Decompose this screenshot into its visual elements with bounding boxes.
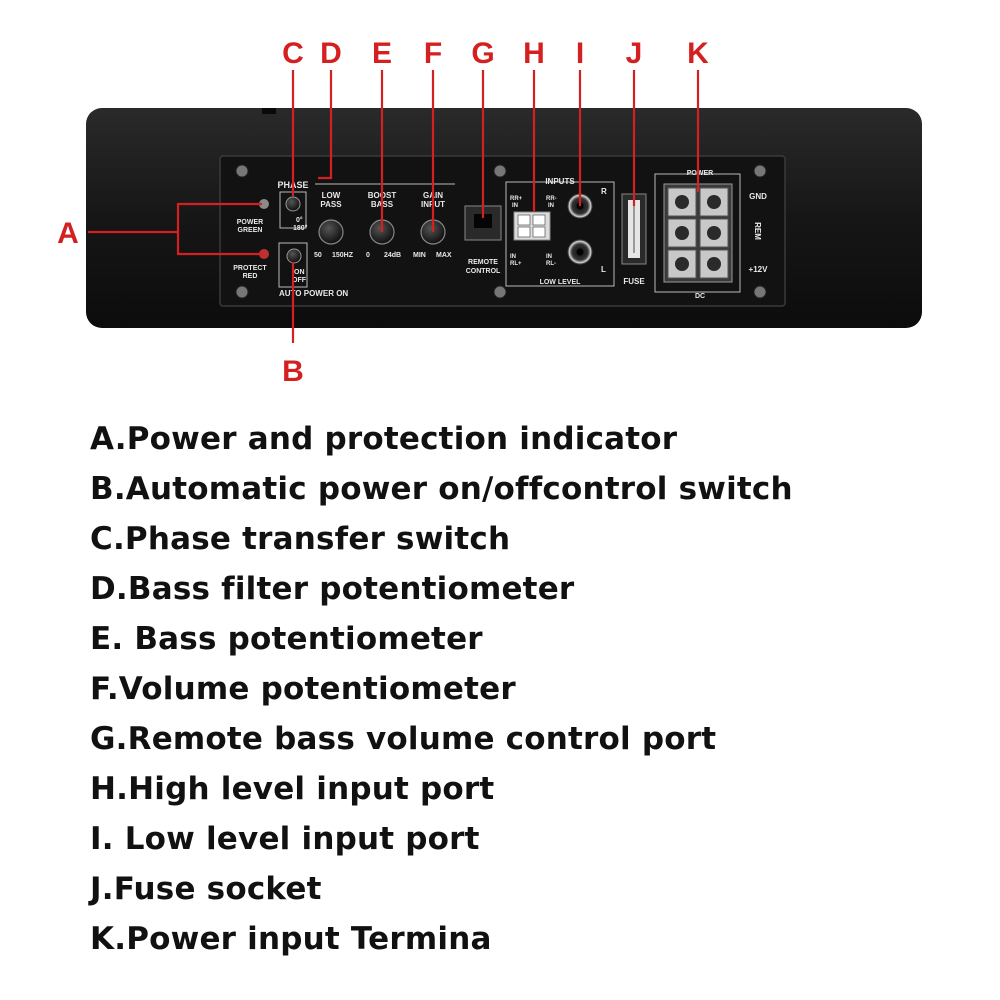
on-label: ON: [294, 269, 305, 276]
power-led: [259, 199, 269, 209]
gain-min: MIN: [413, 252, 426, 259]
dc-label: DC: [695, 293, 705, 300]
fuse-label: FUSE: [623, 277, 645, 286]
rr-plus-label-2: IN: [512, 203, 518, 209]
auto-power-switch-group: ON OFF AUTO POWER ON: [278, 242, 348, 298]
auto-power-switch[interactable]: [286, 248, 302, 264]
callout-k: K: [687, 37, 709, 70]
legend-item-i: I. Low level input port: [90, 821, 480, 857]
legend-item-f: F.Volume potentiometer: [90, 671, 516, 707]
rr-minus-label-2: IN: [548, 203, 554, 209]
screw: [235, 285, 249, 299]
low-pass-knob[interactable]: [318, 219, 344, 245]
power-green-label-2: GREEN: [238, 227, 263, 234]
rl-plus-label-1: IN: [510, 254, 516, 260]
gnd-label: GND: [749, 192, 767, 201]
plus12v-label: +12V: [749, 265, 769, 274]
power-label: POWER: [687, 170, 713, 177]
remote-control-label-2: CONTROL: [466, 268, 501, 275]
callout-i: I: [576, 37, 584, 70]
rr-minus-label-1: RR-: [546, 196, 557, 202]
rl-minus-label-2: RL-: [546, 261, 556, 267]
input-r-label: R: [601, 187, 607, 196]
off-label: OFF: [292, 277, 307, 284]
protect-red-label-1: PROTECT: [233, 265, 267, 272]
low-level-label: LOW LEVEL: [540, 279, 582, 286]
protect-led: [259, 249, 269, 259]
power-terminal-group: POWER DC GND REM +12V: [654, 170, 769, 300]
indicator-leds: POWER GREEN PROTECT RED: [233, 199, 269, 280]
legend-item-k: K.Power input Termina: [90, 921, 492, 957]
rl-minus-label-1: IN: [546, 254, 552, 260]
phase-180-label: 180°: [293, 224, 308, 232]
rl-plus-label-2: RL+: [510, 261, 522, 267]
callout-line-a-top: [176, 202, 262, 232]
low-pass-label-2: PASS: [320, 200, 342, 209]
legend-item-d: D.Bass filter potentiometer: [90, 571, 575, 607]
screw: [493, 285, 507, 299]
callout-j: J: [626, 37, 643, 70]
screw: [753, 285, 767, 299]
legend-item-e: E. Bass potentiometer: [90, 621, 483, 657]
legend-item-c: C.Phase transfer switch: [90, 521, 511, 557]
rem-label: REM: [753, 222, 762, 240]
boost-max: 24dB: [384, 252, 401, 259]
legend-item-g: G.Remote bass volume control port: [90, 721, 717, 757]
callout-line-a-bottom: [176, 232, 262, 256]
callout-a: A: [57, 217, 79, 250]
auto-power-on-label: AUTO POWER ON: [279, 289, 348, 298]
low-pass-label-1: LOW: [322, 191, 341, 200]
legend-list: A.Power and protection indicator B.Autom…: [90, 414, 793, 964]
callout-line-d: [318, 70, 333, 180]
boost-min: 0: [366, 252, 370, 259]
screw: [493, 164, 507, 178]
callout-f: F: [424, 37, 442, 70]
screw: [235, 164, 249, 178]
screw: [753, 164, 767, 178]
legend-item-h: H.High level input port: [90, 771, 495, 807]
amplifier-diagram: POWER GREEN PROTECT RED PHASE 0° 180° ON…: [57, 37, 922, 388]
callout-h: H: [523, 37, 545, 70]
callout-e: E: [372, 37, 392, 70]
low-pass-min: 50: [314, 252, 322, 259]
low-pass-max: 150HZ: [332, 252, 354, 259]
protect-red-label-2: RED: [243, 273, 258, 280]
rr-plus-label-1: RR+: [510, 196, 523, 202]
remote-control-label-1: REMOTE: [468, 259, 498, 266]
callout-b: B: [282, 355, 304, 388]
inputs-label: INPUTS: [545, 177, 575, 186]
callout-g: G: [471, 37, 494, 70]
callout-d: D: [320, 37, 342, 70]
phase-0-label: 0°: [296, 216, 303, 224]
screws: [235, 164, 767, 299]
callout-lines: [88, 70, 700, 343]
legend-item-b: B.Automatic power on/offcontrol switch: [90, 471, 793, 507]
legend-item-j: J.Fuse socket: [90, 871, 322, 907]
legend-item-a: A.Power and protection indicator: [90, 421, 678, 457]
callout-letters: A B C D E F G H I J K: [57, 37, 709, 388]
power-green-label-1: POWER: [237, 219, 263, 226]
gain-max: MAX: [436, 252, 452, 259]
input-l-label: L: [601, 265, 606, 274]
phase-switch[interactable]: [285, 196, 301, 212]
callout-c: C: [282, 37, 304, 70]
